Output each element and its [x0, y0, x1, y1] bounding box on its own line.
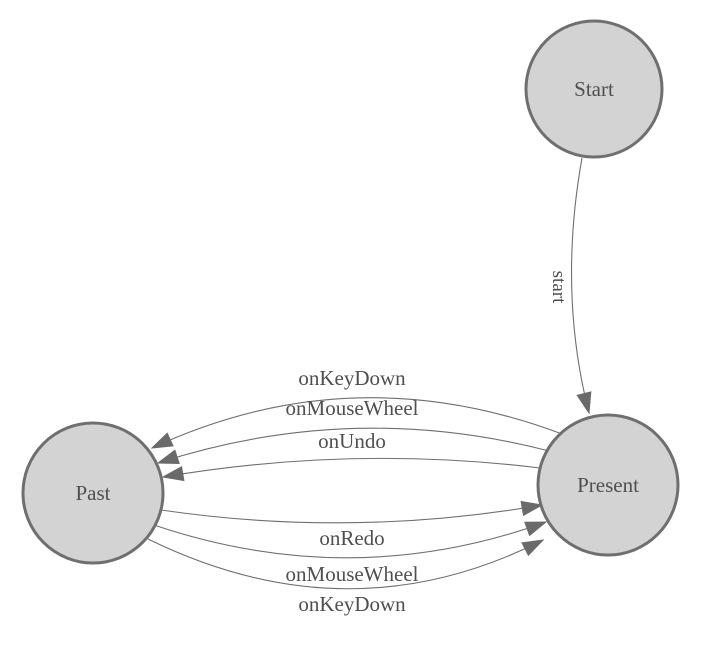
edge-label-onkeydown-top: onKeyDown: [298, 366, 406, 390]
edge-label-onmousewheel-bottom: onMouseWheel: [286, 562, 419, 586]
node-past-circle: [21, 421, 165, 565]
node-present-circle: [536, 413, 680, 557]
edge-label-onkeydown-bottom: onKeyDown: [298, 592, 406, 616]
node-present: Present: [536, 413, 680, 557]
edge-past-to-present-onmousewheel: [153, 521, 546, 559]
edge-label-onredo: onRedo: [319, 526, 384, 550]
node-start: Start: [524, 19, 664, 159]
edge-present-to-past-onmousewheel: [158, 427, 550, 463]
node-past: Past: [21, 421, 165, 565]
edge-present-to-past-onkeydown: [152, 397, 563, 448]
edge-label-start: start: [548, 271, 569, 304]
edge-label-onmousewheel-top: onMouseWheel: [286, 396, 419, 420]
edge-start-to-present: [571, 157, 589, 413]
node-start-circle: [524, 19, 664, 159]
edge-label-onundo: onUndo: [318, 429, 386, 453]
edge-present-to-past-onundo: [163, 457, 541, 477]
edge-past-to-present-onkeydown: [147, 538, 543, 590]
node-start-label: Start: [574, 77, 614, 101]
edge-past-to-present-onredo: [160, 505, 542, 524]
node-past-label: Past: [75, 481, 110, 505]
node-present-label: Present: [577, 473, 639, 497]
